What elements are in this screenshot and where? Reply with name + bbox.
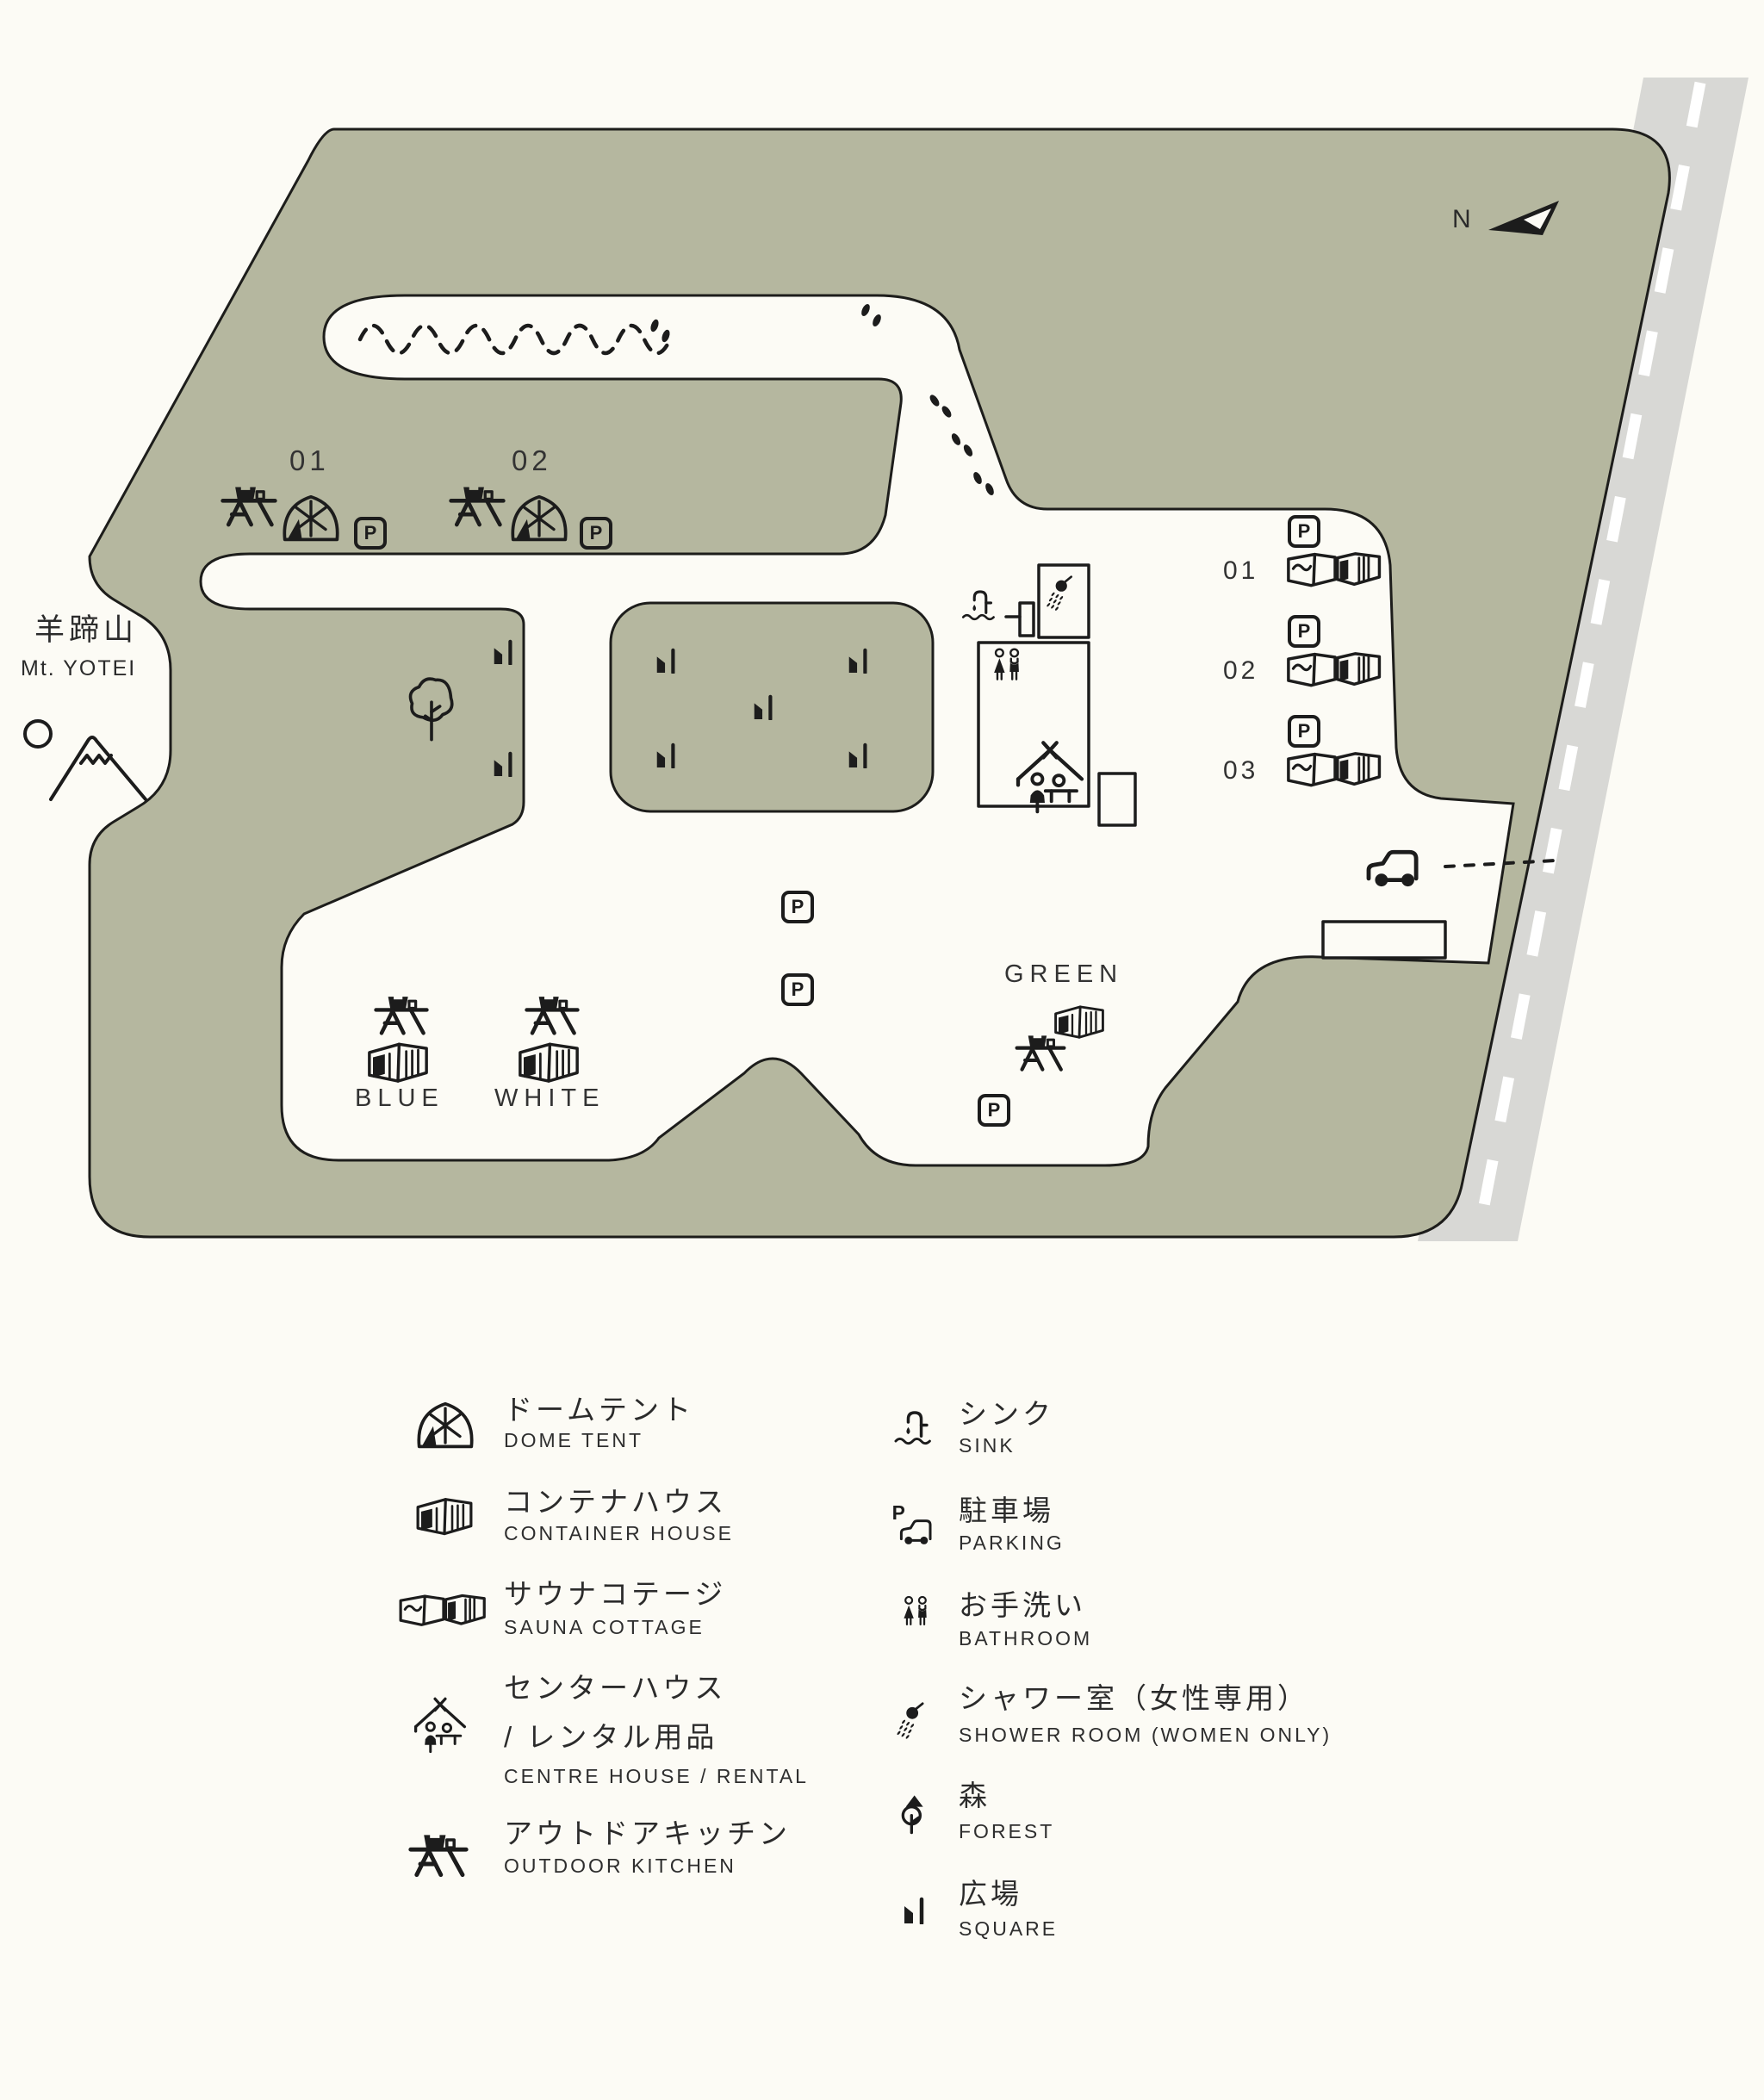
legend-centre-jp2: / レンタル用品	[504, 1721, 718, 1753]
parking-badge: P	[1288, 615, 1320, 648]
container-house-icon	[413, 1492, 475, 1540]
mt-yotei-en-label: Mt. YOTEI	[21, 656, 137, 680]
footprints	[650, 303, 994, 496]
parking-badge: P	[781, 973, 814, 1006]
centre-buildings	[977, 563, 1447, 960]
legend-bathroom-jp: お手洗い	[959, 1589, 1086, 1621]
legend-square-en: SQUARE	[959, 1917, 1059, 1940]
legend-parking-en: PARKING	[959, 1532, 1065, 1554]
legend-kitchen-en: OUTDOOR KITCHEN	[504, 1855, 736, 1877]
legend-forest-en: FOREST	[959, 1820, 1055, 1842]
square-icon	[901, 1897, 927, 1924]
parking-badge: P	[1288, 715, 1320, 748]
legend-sink-en: SINK	[959, 1434, 1016, 1457]
parking-badge: P	[580, 517, 612, 550]
mt-yotei-jp-label: 羊蹄山	[34, 613, 139, 647]
sauna-cottage-icon	[396, 1592, 489, 1631]
legend-container-en: CONTAINER HOUSE	[504, 1522, 734, 1544]
forest-icon	[896, 1793, 930, 1835]
container-house-icon	[368, 1042, 428, 1083]
sun-icon	[23, 719, 53, 749]
blue-site-label: BLUE	[355, 1084, 444, 1112]
north-arrow-icon	[1488, 201, 1559, 235]
parking-badge: P	[1288, 515, 1320, 548]
legend-centre-en: CENTRE HOUSE / RENTAL	[504, 1765, 809, 1787]
centre-house-outline	[977, 641, 1090, 808]
dome-site-01-label: 01	[289, 444, 330, 476]
dome-tent-icon	[413, 1395, 477, 1451]
legend-forest-jp: 森	[959, 1780, 991, 1811]
gate-outline	[1321, 920, 1447, 960]
container-house-icon	[1054, 1005, 1104, 1039]
legend-shower-jp: シャワー室（女性専用）	[959, 1682, 1309, 1714]
legend-sauna-jp: サウナコテージ	[504, 1578, 727, 1610]
centre-house-icon	[412, 1690, 469, 1759]
legend-parking-jp: 駐車場	[959, 1494, 1054, 1526]
legend-square-jp: 広場	[959, 1878, 1022, 1910]
shower-room-outline	[1037, 563, 1090, 639]
trail	[357, 303, 994, 496]
site-map-canvas: P	[23, 78, 1748, 1241]
green-site-label: GREEN	[1004, 960, 1124, 988]
parking-badge: P	[978, 1094, 1010, 1127]
dome-site-02-label: 02	[512, 444, 552, 476]
container-house-icon	[519, 1042, 579, 1083]
legend-sauna-en: SAUNA COTTAGE	[504, 1616, 705, 1638]
parking-badge: P	[781, 891, 814, 923]
legend-kitchen-jp: アウトドアキッチン	[504, 1817, 791, 1849]
legend-bathroom-en: BATHROOM	[959, 1627, 1093, 1650]
sink-icon	[890, 1404, 940, 1452]
outdoor-kitchen-icon	[408, 1826, 469, 1878]
north-label: N	[1452, 205, 1473, 233]
small-building-outline	[1097, 772, 1137, 827]
entrance-route-dashes	[1444, 859, 1557, 868]
legend-dome-en: DOME TENT	[504, 1429, 644, 1451]
legend-container-jp: コンテナハウス	[504, 1486, 727, 1518]
legend-centre-jp: センターハウス	[504, 1672, 727, 1704]
legend-sink-jp: シンク	[959, 1398, 1054, 1430]
shower-icon	[894, 1699, 934, 1743]
legend-dome-jp: ドームテント	[504, 1394, 695, 1426]
sauna-site-03-label: 03	[1223, 756, 1259, 785]
sauna-site-02-label: 02	[1223, 656, 1259, 685]
bathroom-icon	[898, 1595, 934, 1640]
white-site-label: WHITE	[494, 1084, 606, 1112]
door-outline	[1018, 601, 1035, 637]
parking-badge: P	[354, 517, 387, 550]
parking-icon	[889, 1500, 941, 1550]
mountain-icon	[49, 736, 147, 801]
sauna-site-01-label: 01	[1223, 556, 1259, 585]
legend-shower-en: SHOWER ROOM (WOMEN ONLY)	[959, 1724, 1332, 1746]
